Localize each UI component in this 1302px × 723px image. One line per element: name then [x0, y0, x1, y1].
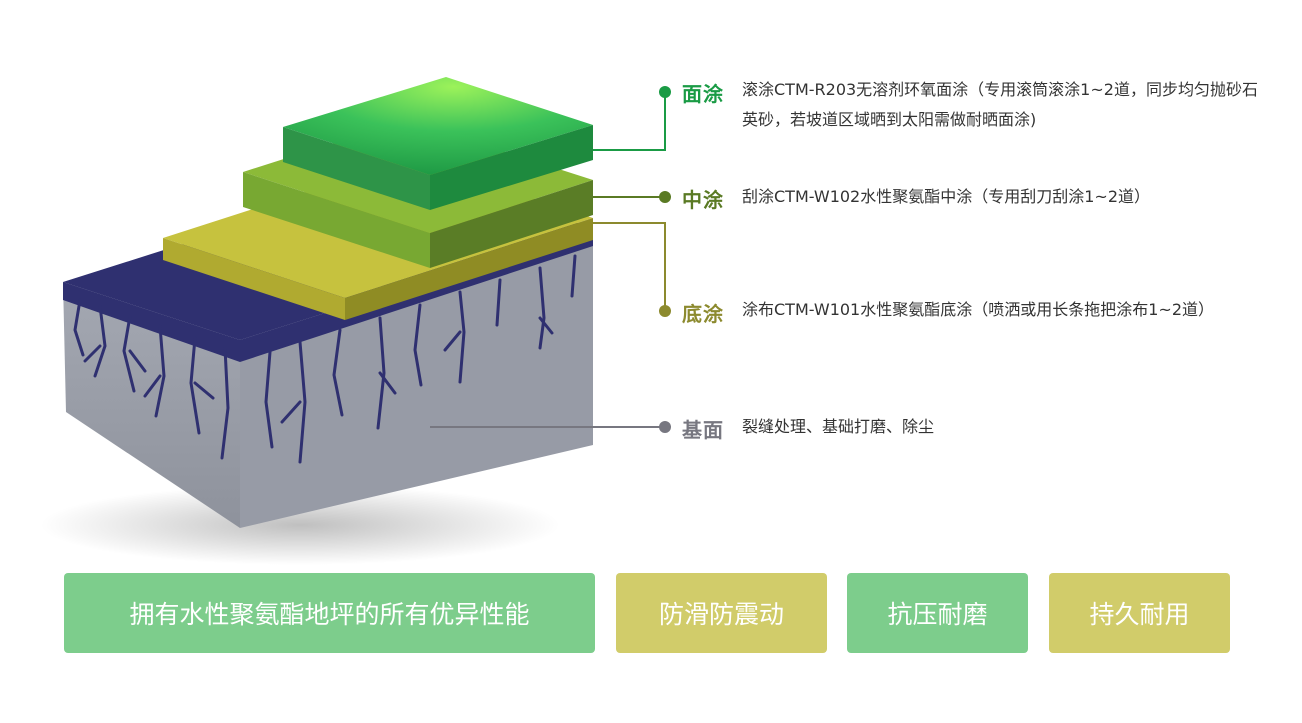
base-description: 裂缝处理、基础打磨、除尘	[742, 417, 935, 436]
middle-coat-label: 中涂	[682, 188, 724, 212]
feature-wear-resistant: 抗压耐磨	[847, 573, 1028, 653]
middle-coat-dot	[659, 191, 671, 203]
feature-anti-slip: 防滑防震动	[616, 573, 827, 653]
feature-all-performance: 拥有水性聚氨酯地坪的所有优异性能	[64, 573, 595, 653]
base-label: 基面	[682, 418, 724, 442]
primer-label: 底涂	[682, 302, 724, 326]
feature-durable: 持久耐用	[1049, 573, 1230, 653]
primer-description: 涂布CTM-W101水性聚氨酯底涂（喷洒或用长条拖把涂布1~2道）	[742, 300, 1215, 319]
top-coat-dot	[659, 86, 671, 98]
base-dot	[659, 421, 671, 433]
connector-lines	[430, 92, 666, 428]
top-coat-description: 滚涂CTM-R203无溶剂环氧面涂（专用滚筒滚涂1~2道，同步均匀抛砂石英砂，若…	[742, 80, 1258, 129]
crack-roots	[73, 254, 577, 464]
top-coat-label: 面涂	[682, 82, 724, 106]
middle-coat-description: 刮涂CTM-W102水性聚氨酯中涂（专用刮刀刮涂1~2道）	[742, 187, 1151, 206]
top-coat-layer	[283, 77, 593, 210]
primer-dot	[659, 305, 671, 317]
block-shadow	[40, 485, 560, 565]
